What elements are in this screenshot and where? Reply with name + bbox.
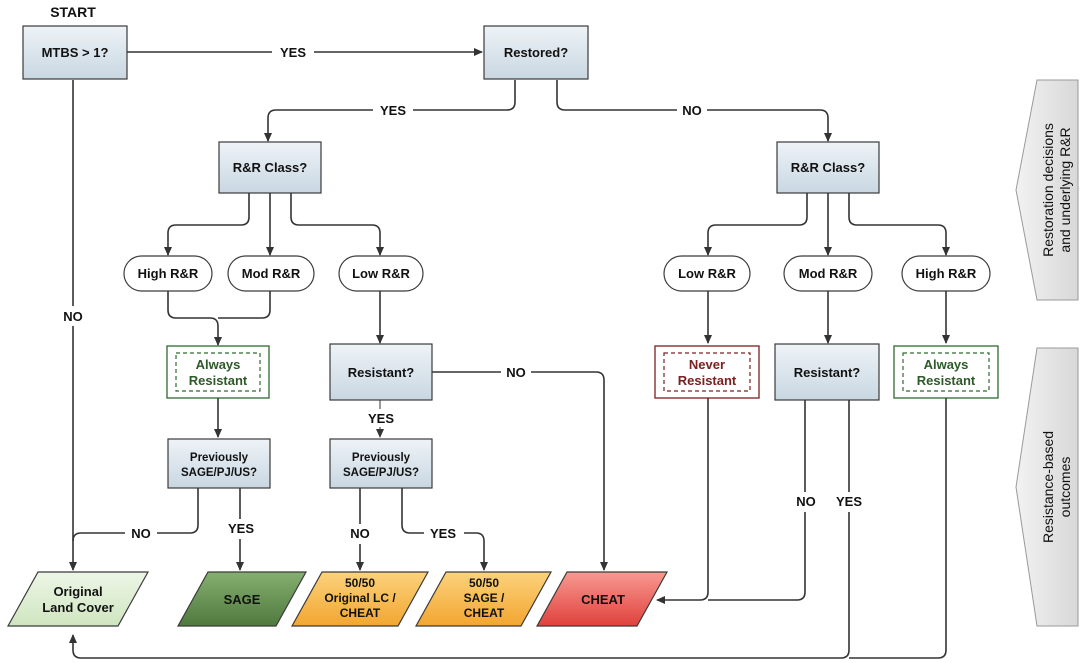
label-no-prev-mid: NO bbox=[350, 526, 370, 541]
node-rr-class-left-label: R&R Class? bbox=[233, 160, 307, 175]
edge-always-right-to-land bbox=[849, 398, 947, 659]
node-restored: Restored? bbox=[483, 25, 589, 80]
pill-mod-rr-right: Mod R&R bbox=[783, 255, 873, 292]
label-no-mtbs: NO bbox=[63, 309, 83, 324]
node-resistant-mid-label: Resistant? bbox=[348, 365, 415, 380]
pill-low-rr-left-label: Low R&R bbox=[352, 266, 410, 281]
node-prev-left: Previously SAGE/PJ/US? bbox=[167, 438, 271, 489]
always-left-line2: Resistant bbox=[189, 373, 248, 388]
node-prev-mid-line2: SAGE/PJ/US? bbox=[343, 467, 419, 479]
outcome-cheat-label: CHEAT bbox=[581, 592, 625, 607]
node-resistant-mid: Resistant? bbox=[329, 343, 433, 401]
label-yes-mtbs: YES bbox=[280, 45, 306, 60]
side-panel-outcomes: Resistance-based outcomes bbox=[1015, 347, 1079, 627]
pill-mod-rr-right-label: Mod R&R bbox=[799, 266, 858, 281]
node-prev-mid: Previously SAGE/PJ/US? bbox=[329, 438, 433, 489]
pill-low-rr-right-label: Low R&R bbox=[678, 266, 736, 281]
outcome-fifty-lc-line3: CHEAT bbox=[340, 606, 381, 620]
label-yes-prev-left: YES bbox=[228, 521, 254, 536]
label-no-restored: NO bbox=[682, 103, 702, 118]
label-no-prev-left: NO bbox=[131, 526, 151, 541]
outcome-fifty-lc-line1: 50/50 bbox=[345, 576, 375, 590]
outcome-original-land-cover-line1: Original bbox=[53, 584, 102, 599]
edge-resistant-mid-no bbox=[432, 371, 608, 571]
always-right-line1: Always bbox=[924, 357, 969, 372]
outcome-sage: SAGE bbox=[176, 571, 308, 627]
outcome-fifty-original-lc: 50/50 Original LC / CHEAT bbox=[290, 571, 430, 627]
pill-mod-rr-left: Mod R&R bbox=[227, 255, 315, 292]
outcome-fifty-sage-line2: SAGE / bbox=[464, 591, 505, 605]
edge-high-merge bbox=[167, 291, 222, 346]
outcome-fifty-lc-line2: Original LC / bbox=[324, 591, 396, 605]
node-never-resistant: Never Resistant bbox=[654, 345, 760, 399]
node-rr-class-left: R&R Class? bbox=[218, 141, 322, 194]
never-line2: Resistant bbox=[678, 373, 737, 388]
outcome-sage-label: SAGE bbox=[224, 592, 261, 607]
node-resistant-right: Resistant? bbox=[774, 343, 880, 401]
node-mtbs: MTBS > 1? bbox=[22, 25, 128, 80]
edge-prev-left-no bbox=[72, 488, 199, 542]
node-resistant-right-label: Resistant? bbox=[794, 365, 861, 380]
pill-mod-rr-left-label: Mod R&R bbox=[242, 266, 301, 281]
edge-rrr-to-low bbox=[704, 193, 808, 256]
node-rr-class-right: R&R Class? bbox=[776, 141, 880, 194]
edge-rrr-to-high bbox=[848, 193, 950, 256]
edge-resistant-right-yes bbox=[69, 400, 850, 659]
side-panel-restoration: Restoration decisions and underlying R&R bbox=[1015, 79, 1079, 301]
pill-high-rr-left-label: High R&R bbox=[138, 266, 199, 281]
outcome-original-land-cover-line2: Land Cover bbox=[42, 600, 114, 615]
side-panel-bottom-line1: Resistance-based bbox=[1040, 431, 1056, 543]
edge-rrl-to-low bbox=[290, 193, 384, 256]
label-no-resistant-right: NO bbox=[796, 494, 816, 509]
edge-rrl-to-high bbox=[164, 193, 250, 256]
start-label: START bbox=[50, 4, 96, 20]
pill-high-rr-right-label: High R&R bbox=[916, 266, 977, 281]
pill-low-rr-left: Low R&R bbox=[338, 255, 424, 292]
connectors bbox=[69, 48, 950, 659]
label-yes-prev-mid: YES bbox=[430, 526, 456, 541]
side-panel-top-line1: Restoration decisions bbox=[1040, 123, 1056, 257]
label-yes-resistant-mid: YES bbox=[368, 411, 394, 426]
pill-high-rr-right: High R&R bbox=[901, 255, 991, 292]
edge-mod-merge bbox=[218, 291, 271, 319]
edge-resistant-right-no bbox=[708, 400, 806, 601]
node-always-resistant-right: Always Resistant bbox=[893, 345, 999, 399]
node-rr-class-right-label: R&R Class? bbox=[791, 160, 865, 175]
label-yes-restored: YES bbox=[380, 103, 406, 118]
outcome-fifty-sage-line3: CHEAT bbox=[464, 606, 505, 620]
label-yes-resistant-right: YES bbox=[836, 494, 862, 509]
outcome-cheat: CHEAT bbox=[535, 571, 669, 627]
side-panel-bottom-line2: outcomes bbox=[1057, 457, 1073, 518]
outcome-original-land-cover: Original Land Cover bbox=[6, 571, 150, 627]
edge-never-to-cheat bbox=[656, 398, 709, 604]
side-panel-top-line2: and underlying R&R bbox=[1057, 127, 1073, 252]
node-always-resistant-left: Always Resistant bbox=[166, 345, 270, 399]
edge-labels: YES NO YES NO NO YES NO YES NO YES NO YE… bbox=[59, 42, 866, 544]
node-prev-mid-line1: Previously bbox=[352, 452, 411, 464]
always-right-line2: Resistant bbox=[917, 373, 976, 388]
pill-low-rr-right: Low R&R bbox=[663, 255, 751, 292]
never-line1: Never bbox=[689, 357, 725, 372]
node-restored-label: Restored? bbox=[504, 45, 568, 60]
node-prev-left-line2: SAGE/PJ/US? bbox=[181, 467, 257, 479]
node-prev-left-line1: Previously bbox=[190, 452, 249, 464]
label-no-resistant-mid: NO bbox=[506, 365, 526, 380]
always-left-line1: Always bbox=[196, 357, 241, 372]
outcome-fifty-sage-line1: 50/50 bbox=[469, 576, 499, 590]
node-mtbs-label: MTBS > 1? bbox=[42, 45, 109, 60]
outcome-fifty-sage: 50/50 SAGE / CHEAT bbox=[414, 571, 553, 627]
pill-high-rr-left: High R&R bbox=[123, 255, 213, 292]
